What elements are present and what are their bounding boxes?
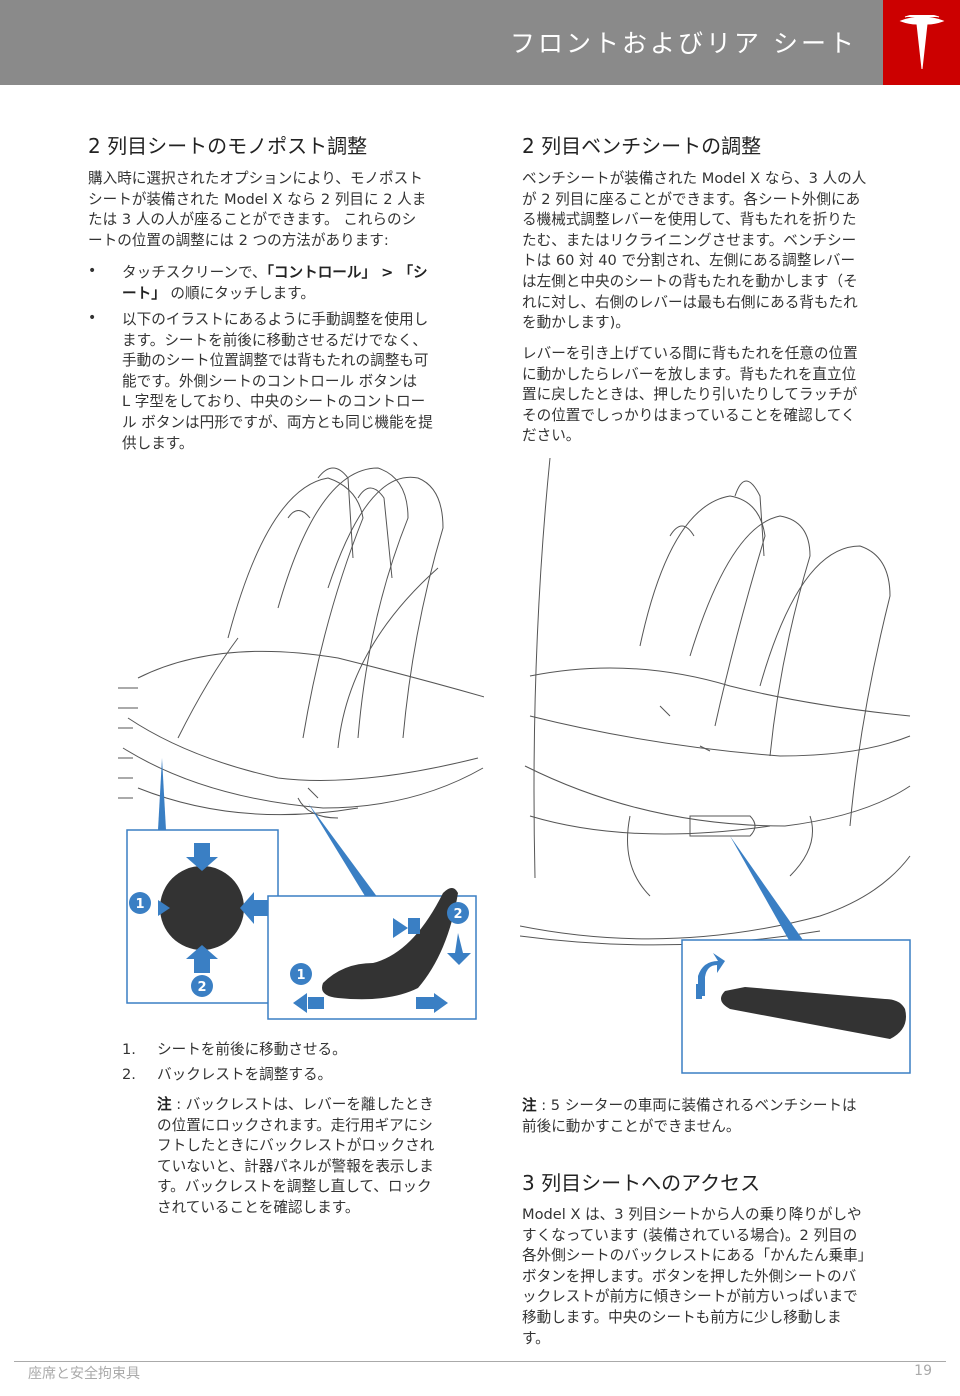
note-text: フトしたときにバックレストがロックされ [157,1137,435,1155]
text-line: その位置でしっかりはまっていることを確認してく [522,406,856,424]
bullet-dot: • [88,310,97,326]
text-line: Model X は、3 列目シートから人の乗り降りがしや [522,1206,862,1223]
note-label: 注 [522,1097,537,1114]
third-row-paragraph: Model X は、3 列目シートから人の乗り降りがしやすくなっています (装備… [522,1205,872,1349]
text-line: レバーを引き上げている間に背もたれを任意の位置 [522,345,858,362]
note-text: : バックレストは、レバーを離したとき [171,1096,434,1113]
text-line: たむ、またはリクライニングさせます。ベンチシー [522,231,857,249]
text-line: ル ボタンは円形ですが、両方とも同じ機能を提 [122,413,433,431]
callout-label: 2 [453,907,462,922]
callout-label: 1 [296,968,305,983]
note-text: : 5 シーターの車両に装備されるベンチシートは [536,1097,857,1114]
callout-label: 2 [197,980,206,995]
text-line: ートの位置の調整には 2 つの方法があります: [88,231,389,249]
text-line: る機械式調整レバーを使用して、背もたれを折りた [522,211,857,229]
text-line: ボタンを押します。ボタンを押した外側シートのバ [522,1267,857,1285]
bench-paragraph-1: ベンチシートが装備された Model X なら、3 人の人が 2 列目に座ること… [522,169,866,334]
steps-list: 1. シートを前後に移動させる。 2. バックレストを調整する。 [122,1040,347,1085]
callout-2 [447,902,469,924]
text-line: トは 60 対 40 で分割され、左側にある調整レバー [522,252,856,270]
section-heading-bench: 2 列目ベンチシートの調整 [522,134,762,158]
footer-section-title: 座席と安全拘束具 [28,1366,140,1382]
step-number: 1. [122,1041,136,1058]
text-line: ックレストが前方に傾きシートが前方いっぱいまで [522,1288,858,1306]
callout-1 [129,892,151,914]
text-line: すくなっています (装備されている場合)。2 列目の [522,1226,858,1244]
text-line: 能です。外側シートのコントロール ボタンは [122,372,418,390]
note-text: す。バックレストを調整し直して、ロック [157,1178,432,1196]
text-line: シートが装備された Model X なら 2 列目に 2 人ま [88,190,427,208]
note-text: 前後に動かすことができません。 [522,1117,741,1135]
callout-label: 1 [135,897,144,912]
note-label: 注 [157,1096,172,1113]
tesla-logo-icon [883,0,960,85]
step-text: バックレストを調整する。 [157,1065,333,1083]
bullet-dot: • [88,263,97,279]
page-header-title: フロントおよびリア シート [510,29,857,58]
text-line: 移動します。中央のシートも前方に少し移動しま [522,1308,842,1326]
text-line: 置に戻したときは、押したり引いたりしてラッチが [522,386,858,404]
bullet-text: タッチスクリーンで、 [122,264,267,281]
callout-1 [290,963,312,985]
text-line: が 2 列目に座ることができます。各シート外側にあ [522,190,861,208]
note-text: の位置にロックされます。走行用ギアにシ [157,1116,433,1134]
text-line: れに対し、右側のレバーは最も右側にある背もたれ [522,293,858,311]
text-line: たは 3 人の人が座ることができます。 これらのシ [88,211,417,229]
ui-path-controls: 「コントロール」 > 「シ [266,264,428,281]
note-backrest: 注 : バックレストは、レバーを離したとき の位置にロックされます。走行用ギアに… [157,1095,434,1219]
text-line: 購入時に選択されたオプションにより、モノポスト [88,170,423,187]
text-line: 手動のシート位置調整では背もたれの調整も可 [122,352,429,370]
step-number: 2. [122,1065,136,1083]
intro-paragraph: 購入時に選択されたオプションにより、モノポストシートが装備された Model X… [88,169,426,251]
bench-paragraph-2: レバーを引き上げている間に背もたれを任意の位置に動かしたらレバーを放します。背も… [522,344,858,447]
note-bench: 注 : 5 シーターの車両に装備されるベンチシートは 前後に動かすことができませ… [522,1096,857,1137]
bullet-touchscreen: タッチスクリーンで、「コントロール」 > 「シ ート」 の順にタッチします。 [122,263,428,304]
text-line: L 字型をしており、中央のシートのコントロー [122,393,426,411]
text-line: 以下のイラストにあるように手動調整を使用し [122,311,429,328]
text-line: す。 [522,1329,550,1347]
note-text: されていることを確認します。 [157,1198,360,1216]
header-bar: フロントおよびリア シート [0,0,883,85]
monopost-seat-illustration: 1 2 1 2 [118,467,484,1020]
section-heading-monopost: 2 列目シートのモノポスト調整 [88,134,368,158]
text-line: を動かします)。 [522,314,630,332]
text-line: ベンチシートが装備された Model X なら、3 人の人 [522,170,867,187]
page-number: 19 [914,1363,932,1379]
bullet-manual: 以下のイラストにあるように手動調整を使用します。シートを前後に移動させるだけでな… [122,310,433,454]
step-text: シートを前後に移動させる。 [157,1041,347,1058]
callout-2 [191,975,213,997]
text-line: 各外側シートのバックレストにある「かんたん乗車」 [522,1247,873,1265]
section-heading-third-row: 3 列目シートへのアクセス [522,1171,761,1195]
text-line: に動かしたらレバーを放します。背もたれを直立位 [522,365,857,383]
text-line: ます。シートを前後に移動させるだけでなく、 [122,331,428,349]
bench-seat-illustration [520,457,911,1074]
note-text: ていないと、計器パネルが警報を表示しま [157,1157,434,1175]
footer-divider [14,1361,946,1362]
text-line: ださい。 [522,427,581,445]
ui-path-seats: ート」 [122,284,166,302]
text-line: は左側と中央のシートの背もたれを動かします（そ [522,272,858,290]
bullet-text: の順にタッチします。 [165,284,315,302]
text-line: 供します。 [122,434,194,452]
